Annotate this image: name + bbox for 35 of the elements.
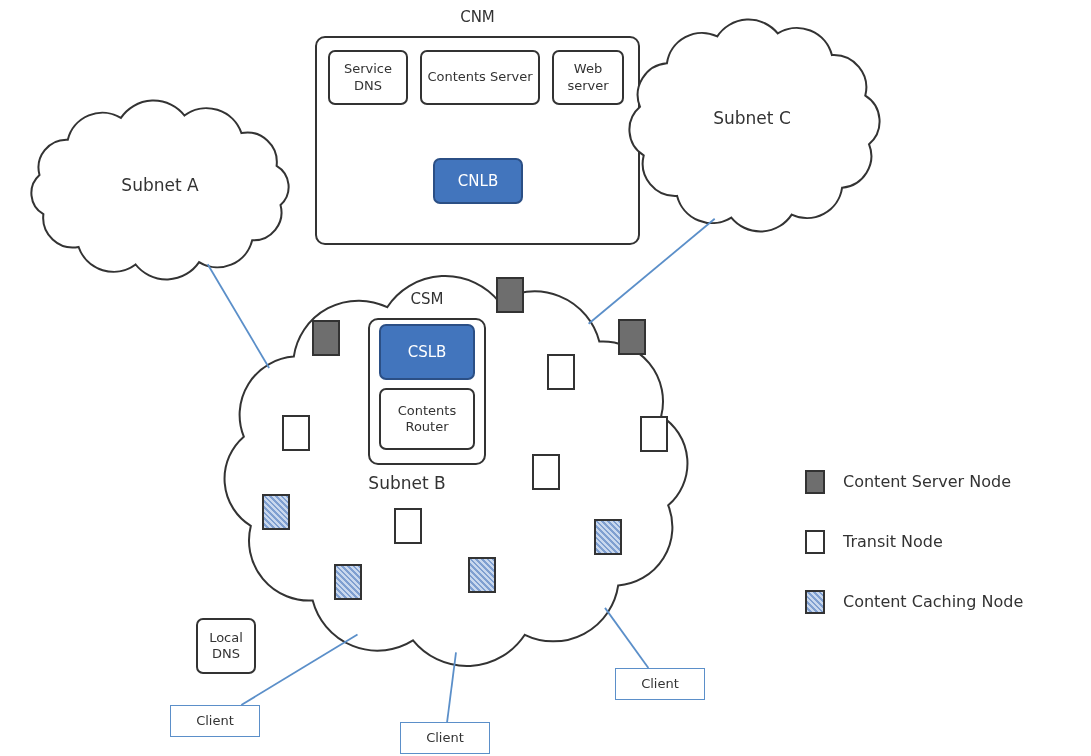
load-balancer-box: CNLB <box>433 158 523 204</box>
content-caching-node <box>468 557 496 593</box>
transit-node <box>394 508 422 544</box>
load-balancer-box: CSLB <box>379 324 475 380</box>
cloud-label: Subnet B <box>368 473 446 493</box>
process-box: Web server <box>552 50 624 105</box>
legend-label: Content Caching Node <box>843 592 1024 611</box>
connection-line <box>240 633 359 706</box>
group-container <box>368 290 486 465</box>
content-caching-node <box>334 564 362 600</box>
connection-line <box>206 263 270 369</box>
client-box: Client <box>400 722 490 754</box>
content-caching-node <box>262 494 290 530</box>
transit-node <box>532 454 560 490</box>
content-server-node <box>618 319 646 355</box>
client-box: Client <box>170 705 260 737</box>
transit-node <box>640 416 668 452</box>
content-server-node <box>496 277 524 313</box>
client-box: Client <box>615 668 705 700</box>
transit-node <box>547 354 575 390</box>
content-caching-node <box>594 519 622 555</box>
transit-node <box>282 415 310 451</box>
cloud-label: Subnet C <box>713 108 791 128</box>
connection-line <box>446 651 457 723</box>
legend-label: Content Server Node <box>843 472 1012 491</box>
process-box: Service DNS <box>328 50 408 105</box>
process-box: Contents Server <box>420 50 540 105</box>
connection-line <box>587 217 716 325</box>
process-box: Local DNS <box>196 618 256 674</box>
cloud-label: Subnet A <box>121 175 199 195</box>
content-server-node <box>312 320 340 356</box>
legend-label: Transit Node <box>843 532 943 551</box>
connection-line <box>604 607 650 669</box>
process-box: Contents Router <box>379 388 475 450</box>
group-container <box>315 8 640 245</box>
